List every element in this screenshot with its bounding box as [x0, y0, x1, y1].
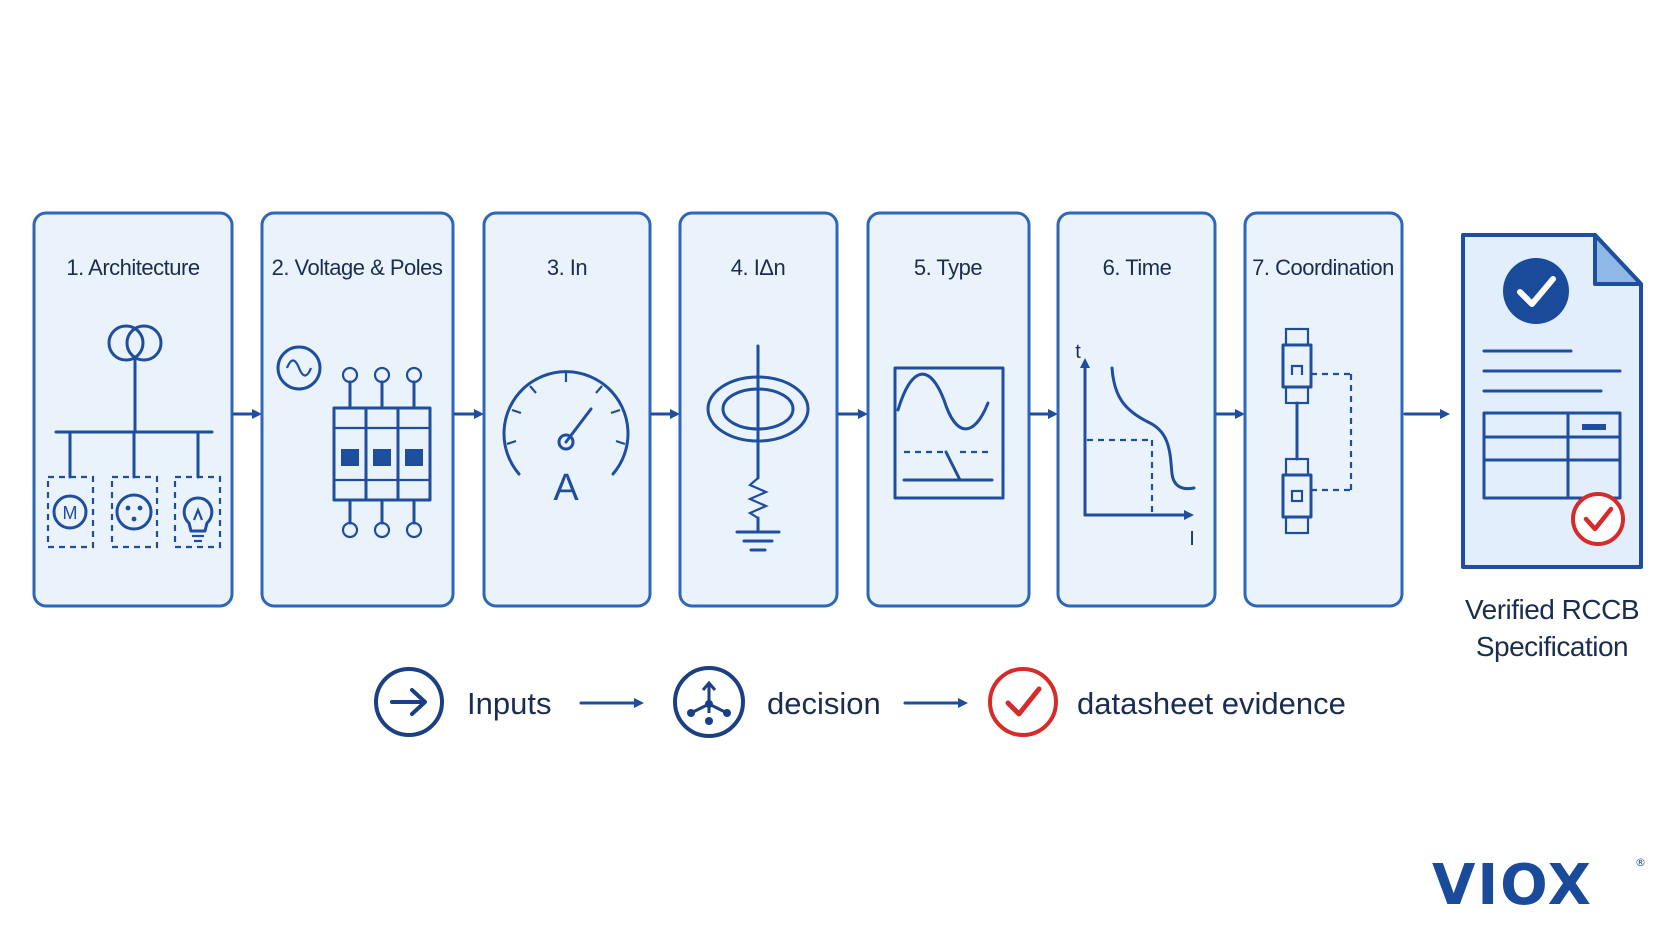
step-title: 3. In — [547, 255, 587, 280]
ammeter-gauge-icon: A — [502, 370, 630, 509]
step-title: 7. Coordination — [1252, 255, 1394, 280]
step-card-rated-current: 3. In A — [482, 211, 652, 608]
blue-check-badge-icon — [1503, 258, 1569, 324]
inputs-arrow-icon — [374, 667, 444, 737]
step-title: 2. Voltage & Poles — [272, 255, 443, 280]
step-title: 6. Time — [1103, 255, 1172, 280]
step-card-type: 5. Type — [866, 211, 1031, 608]
step-card-voltage-poles: 2. Voltage & Poles — [260, 211, 455, 608]
current-transformer-earth-icon — [706, 344, 810, 552]
legend: Inputs decision datasheet evidence — [374, 666, 1346, 738]
svg-text:I: I — [1189, 528, 1195, 550]
svg-text:t: t — [1075, 341, 1081, 363]
decision-branch-icon — [673, 666, 745, 738]
distribution-architecture-icon — [46, 324, 222, 549]
step-card-time: 6. Time t I — [1056, 211, 1217, 608]
waveform-type-icon — [893, 366, 1005, 500]
step-card-coordination: 7. Coordination — [1243, 211, 1404, 608]
light-bulb-icon — [182, 496, 214, 543]
step-card-residual-current: 4. IΔn — [678, 211, 839, 608]
step-card-box — [482, 211, 652, 608]
red-check-circle-icon — [988, 667, 1058, 737]
legend-decision-label: decision — [767, 686, 881, 721]
registered-mark: ® — [1635, 856, 1646, 869]
brand-wordmark: VIOX — [1432, 853, 1593, 918]
step-card-box — [32, 211, 234, 608]
time-current-curve-icon: t I — [1075, 341, 1196, 550]
viox-logo: VIOX ® — [1432, 853, 1646, 918]
step-title: 4. IΔn — [731, 255, 786, 280]
result-label-line1: Verified RCCB — [1465, 594, 1639, 625]
step-card-architecture: 1. Architecture M — [32, 211, 234, 608]
legend-evidence-label: datasheet evidence — [1077, 686, 1346, 721]
legend-inputs-label: Inputs — [467, 686, 551, 721]
svg-text:A: A — [553, 467, 579, 509]
step-card-box — [1056, 211, 1217, 608]
ac-source-icon — [276, 345, 322, 391]
step-title: 5. Type — [914, 255, 983, 280]
socket-outlet-icon — [115, 493, 153, 531]
motor-icon: M — [52, 494, 88, 530]
three-pole-breaker-icon — [332, 366, 432, 539]
red-check-icon — [1571, 492, 1625, 546]
step-title: 1. Architecture — [66, 255, 199, 280]
svg-text:M: M — [63, 503, 78, 523]
result-label-line2: Specification — [1476, 631, 1628, 662]
verified-specification-document — [1461, 233, 1643, 569]
upstream-downstream-device-icon — [1281, 327, 1353, 535]
